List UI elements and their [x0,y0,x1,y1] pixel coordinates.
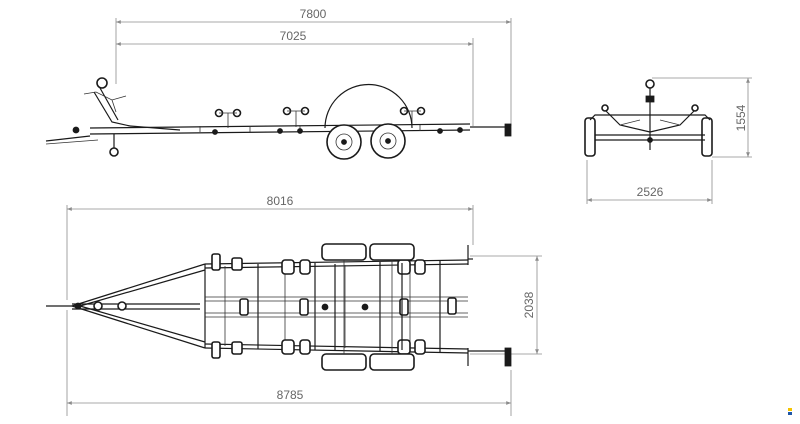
side-view: 7800 7025 [45,7,512,160]
dimension-top-overall: 8785 [66,310,512,416]
dimension-label-8785: 8785 [277,388,304,402]
top-rollers [211,253,457,359]
top-drawbar [46,263,206,349]
top-view: 8016 8785 2038 [46,194,542,416]
jockey-wheel [109,134,119,157]
side-wheels [324,83,413,160]
winch-post [83,77,131,127]
dimension-label-2526: 2526 [637,185,664,199]
side-supports [212,106,463,135]
dimension-front-width: 2526 [586,160,713,204]
dimension-label-2038: 2038 [522,291,536,318]
dimension-label-1554: 1554 [734,104,748,131]
dimension-side-bed: 7025 [116,29,474,126]
dimension-front-height: 1554 [652,77,752,158]
top-frame [204,245,512,367]
front-view: 1554 2526 [584,77,752,204]
front-left-wheel [584,117,596,157]
dimension-side-overall: 7800 [115,7,512,126]
dimension-top-width: 2038 [470,255,542,355]
logo-mark [788,408,792,415]
dimension-top-bed: 8016 [66,194,474,300]
dimension-label-7025: 7025 [280,29,307,43]
top-wheels [321,243,415,371]
dimension-label-7800: 7800 [300,7,327,21]
dimension-label-8016: 8016 [267,194,294,208]
front-right-wheel [701,117,713,157]
